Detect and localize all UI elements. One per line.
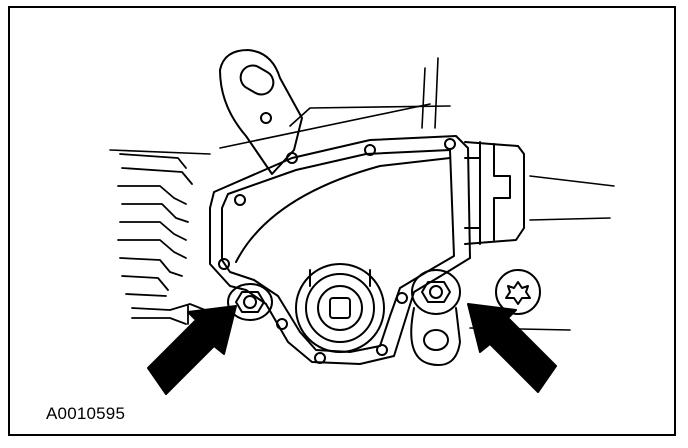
manual-shaft [295, 263, 385, 353]
switch-body [209, 135, 471, 365]
cooling-fins [117, 153, 211, 325]
manual-lever [219, 49, 303, 175]
bolt-right [410, 269, 461, 366]
figure-id-label: A0010595 [46, 404, 126, 423]
technical-diagram [109, 49, 615, 395]
torx-fastener [495, 269, 541, 315]
arrow-left [147, 305, 237, 395]
figure-frame: A0010595 [8, 6, 676, 436]
arrow-right [467, 303, 557, 393]
electrical-connector [464, 141, 525, 245]
bolt-left [227, 283, 273, 321]
housing-lines [109, 57, 615, 331]
